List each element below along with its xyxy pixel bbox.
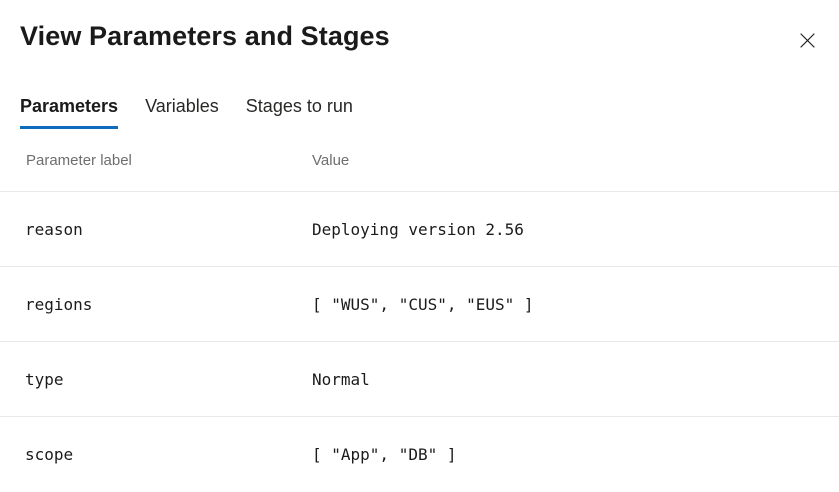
tab-variables[interactable]: Variables	[145, 94, 219, 129]
table-header-row: Parameter label Value	[0, 129, 839, 192]
table-row: type Normal	[0, 342, 839, 417]
tab-bar: Parameters Variables Stages to run	[0, 94, 839, 129]
table-row: scope [ "App", "DB" ]	[0, 417, 839, 492]
parameters-table: Parameter label Value reason Deploying v…	[0, 129, 839, 492]
parameter-label: scope	[25, 445, 74, 464]
tab-parameters[interactable]: Parameters	[20, 94, 119, 129]
parameter-value: [ "WUS", "CUS", "EUS" ]	[312, 294, 534, 314]
dialog-header: View Parameters and Stages	[0, 0, 839, 54]
parameter-label: type	[25, 369, 64, 389]
table-row: regions [ "WUS", "CUS", "EUS" ]	[0, 267, 839, 342]
close-icon	[799, 32, 815, 48]
column-header-parameter-label: Parameter label	[26, 151, 132, 169]
parameter-label: regions	[25, 294, 93, 314]
parameter-label: reason	[25, 219, 83, 239]
parameter-value: Deploying version 2.56	[312, 219, 524, 239]
parameter-value: Normal	[312, 369, 370, 389]
dialog-title: View Parameters and Stages	[20, 21, 390, 51]
column-header-value: Value	[312, 151, 350, 169]
table-row: reason Deploying version 2.56	[0, 192, 839, 267]
close-button[interactable]	[793, 26, 821, 54]
parameter-value: [ "App", "DB" ]	[312, 445, 457, 464]
tab-stages-to-run[interactable]: Stages to run	[246, 94, 353, 129]
